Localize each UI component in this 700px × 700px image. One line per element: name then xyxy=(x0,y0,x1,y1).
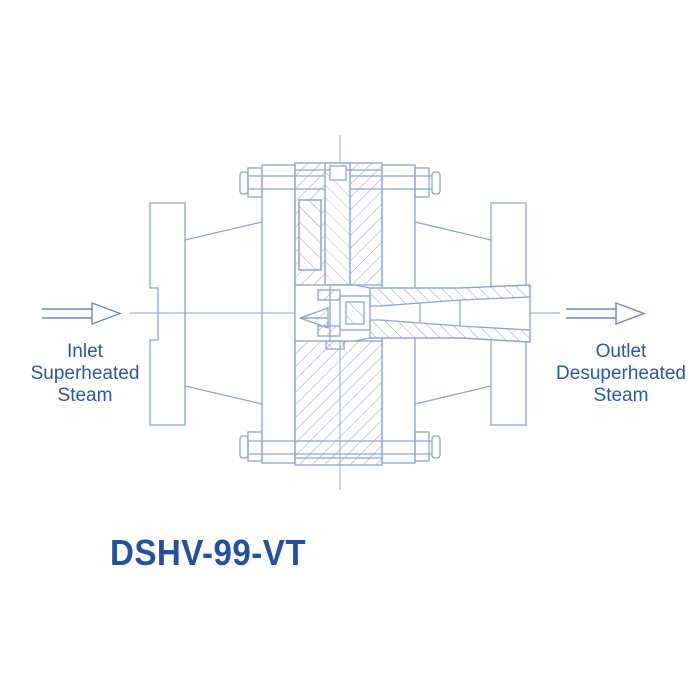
left-body-flange xyxy=(261,164,296,464)
inlet-label-line-1: Inlet xyxy=(67,341,103,362)
model-title: DSHV-99-VT xyxy=(110,532,307,573)
inlet-flange xyxy=(149,202,263,426)
inlet-label-line-2: Superheated xyxy=(30,363,140,384)
spray-nozzle xyxy=(299,284,531,350)
inlet-label-line-3: Steam xyxy=(57,385,113,406)
inlet-arrow-icon xyxy=(42,301,122,326)
outlet-label: Outlet Desuperheated Steam xyxy=(546,341,696,407)
inlet-label: Inlet Superheated Steam xyxy=(20,341,150,407)
outlet-label-line-1: Outlet xyxy=(595,341,647,362)
outlet-label-line-3: Steam xyxy=(593,385,649,406)
outlet-label-line-2: Desuperheated xyxy=(556,363,686,384)
outlet-arrow-icon xyxy=(566,301,646,326)
